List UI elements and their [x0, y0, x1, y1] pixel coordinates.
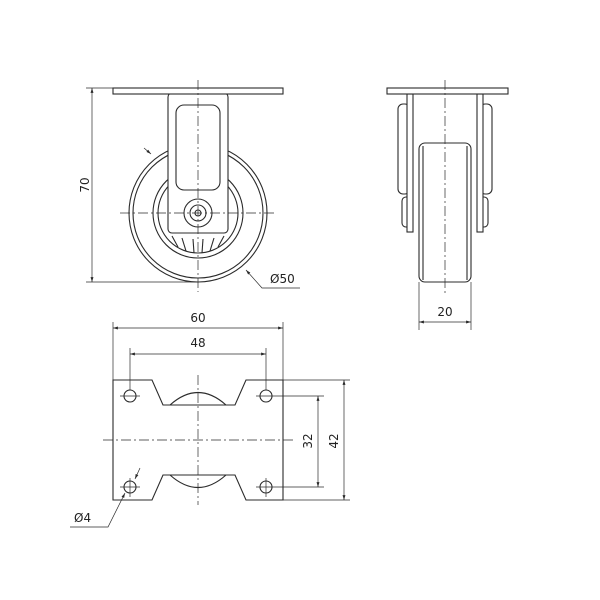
plate-width-label: 60 [190, 311, 205, 325]
side-top-plate [386, 87, 509, 95]
hole-spacing-x-label: 48 [190, 336, 205, 350]
diameter-leader [245, 269, 300, 289]
hole-diameter-label: Ø4 [74, 511, 91, 525]
tread-arrow [143, 147, 152, 155]
front-view: 70 Ø50 [78, 80, 300, 292]
left-fork-leg [406, 93, 414, 233]
hole-diameter-leader [70, 492, 126, 528]
hub-spokes [171, 235, 225, 254]
wheel-diameter-label: Ø50 [270, 272, 295, 286]
side-view: 20 [386, 80, 509, 330]
wheel-top-bump [169, 392, 227, 406]
height-dimension-label: 70 [78, 177, 92, 192]
plate-depth-label: 42 [327, 433, 341, 448]
wheel-width-label: 20 [437, 305, 452, 319]
top-view: 60 48 32 42 Ø4 [70, 311, 350, 528]
hole-spacing-y-label: 32 [301, 433, 315, 448]
right-fork-leg [476, 93, 484, 233]
